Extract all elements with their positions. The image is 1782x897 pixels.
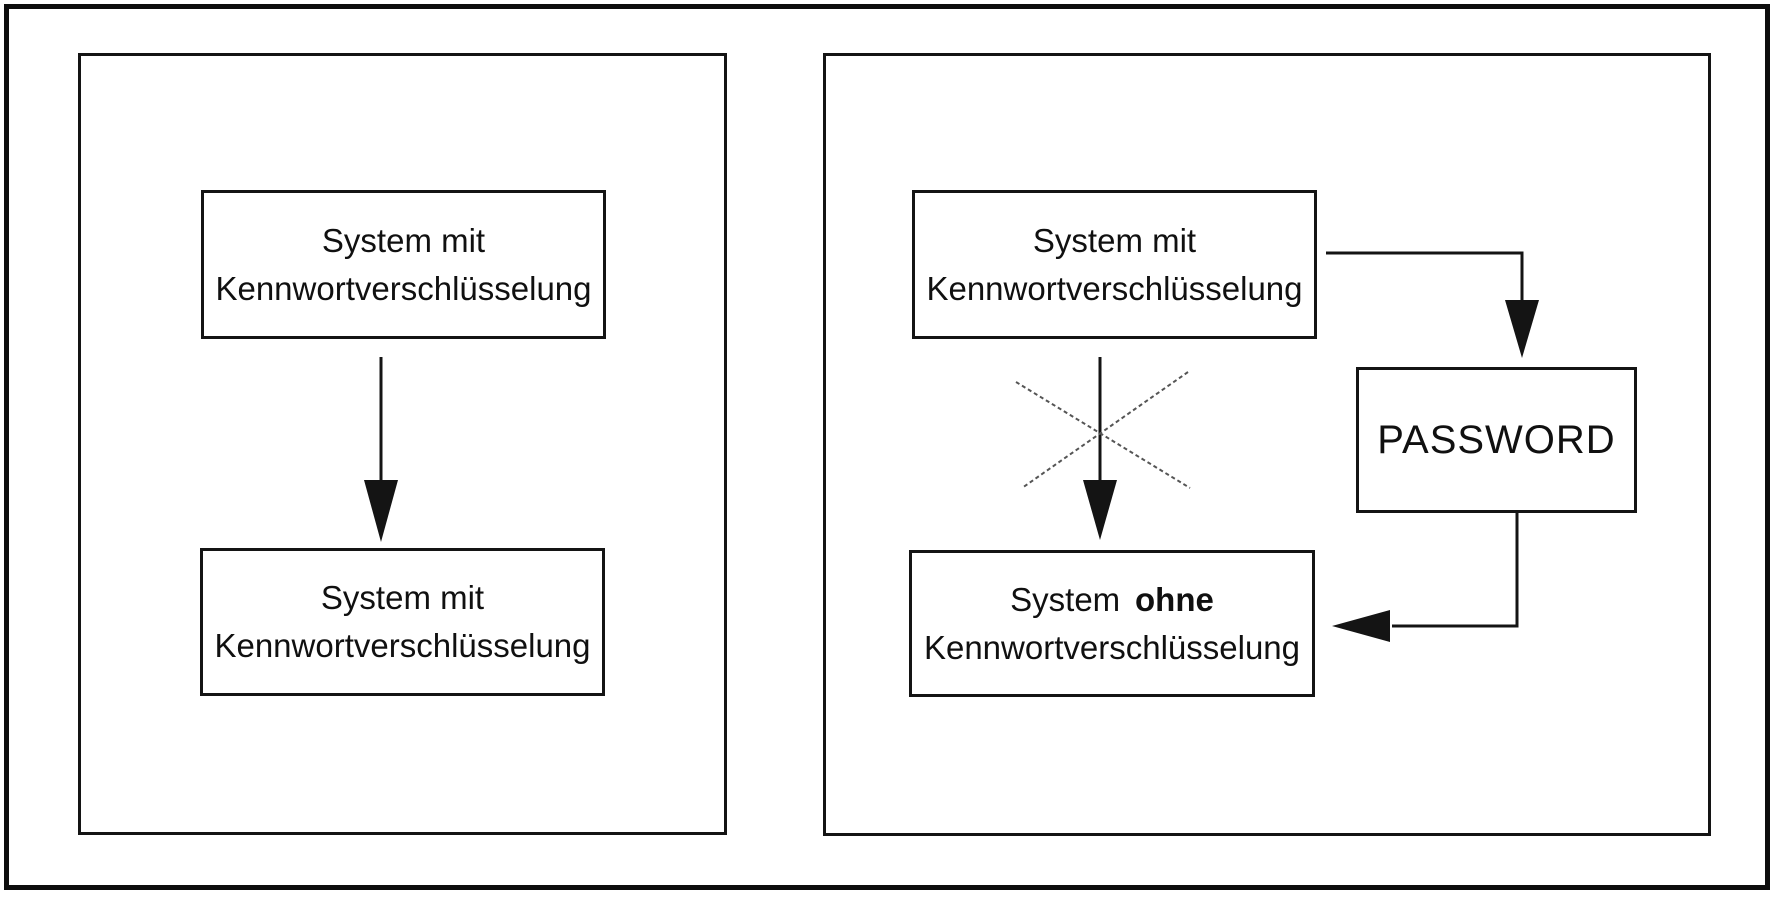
arrowhead-down-icon — [1505, 300, 1539, 358]
connector-path — [1326, 251, 1524, 302]
password-label: PASSWORD — [1377, 418, 1616, 462]
arrowhead-left-icon — [1332, 610, 1390, 642]
box-label-word-bold: ohne — [1135, 580, 1214, 618]
box-label-line2: Kennwortverschlüsselung — [926, 269, 1303, 307]
right-top-system-box: System mit Kennwortverschlüsselung — [912, 190, 1317, 339]
password-box: PASSWORD — [1356, 367, 1637, 513]
box-label-line1: System mit — [321, 221, 486, 259]
arrow-left-panel-down — [364, 357, 398, 542]
cross-stroke-2 — [1021, 371, 1189, 489]
left-top-system-box: System mit Kennwortverschlüsselung — [201, 190, 606, 339]
connector-system-to-password — [1326, 251, 1539, 358]
arrowhead-down-icon — [364, 480, 398, 542]
box-label-line2: Kennwortverschlüsselung — [215, 269, 592, 307]
outer-border — [4, 4, 1770, 890]
arrow-right-panel-down-blocked — [1083, 357, 1117, 540]
cross-stroke-1 — [1015, 381, 1191, 489]
right-panel — [823, 53, 1711, 836]
box-label-line1: System mit — [320, 579, 485, 616]
box-label-line2: Kennwortverschlüsselung — [214, 627, 591, 664]
arrowhead-down-icon — [1083, 480, 1117, 540]
box-label-line1: System ohne — [1010, 576, 1214, 624]
left-bottom-system-box: System mit Kennwortverschlüsselung — [200, 548, 605, 696]
left-panel — [78, 53, 727, 835]
box-label-word-normal: System — [1010, 580, 1121, 618]
connector-password-to-system — [1332, 513, 1519, 642]
blocked-cross-icon — [1015, 371, 1191, 489]
box-label-line2: Kennwortverschlüsselung — [923, 628, 1301, 666]
box-label-line1: System mit — [1032, 221, 1197, 259]
right-bottom-system-box: System ohne Kennwortverschlüsselung — [909, 550, 1315, 697]
connector-path — [1392, 513, 1519, 628]
